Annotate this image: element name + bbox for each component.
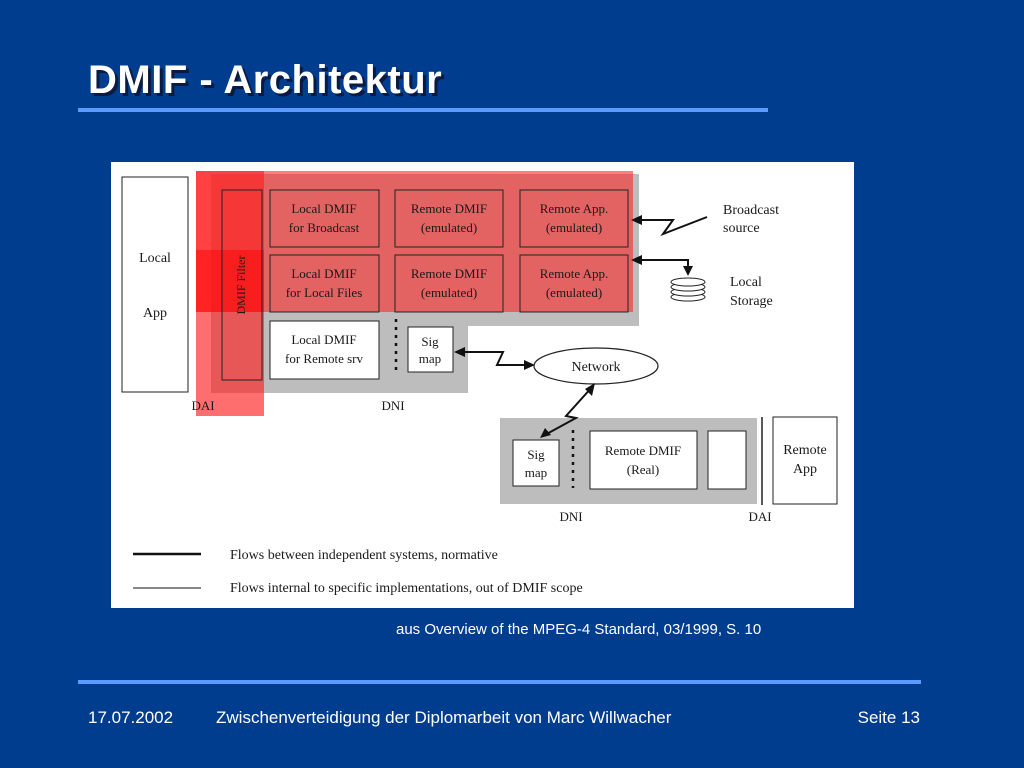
footer-page-number: Seite 13 [857,708,920,727]
local-dmif-broadcast-box [269,189,380,248]
footer-presentation-title: Zwischenverteidigung der Diplomarbeit vo… [216,708,672,727]
local-dmif-files-l2: for Local Files [286,285,363,300]
local-dmif-remote-srv-l1: Local DMIF [291,332,356,347]
highlight-dmif-filter-core [196,250,264,312]
highlight-dmif-rows [196,171,633,312]
remote-app-emulated-box-1 [519,189,629,248]
broadcast-arrow [633,216,708,237]
remote-dmif-real-l2: (Real) [627,462,659,477]
figure-caption: aus Overview of the MPEG-4 Standard, 03/… [396,621,762,638]
sig-network-arrow [457,351,533,366]
remote-dmif-2-l2: (emulated) [421,285,477,300]
local-storage-label-1: Local [730,275,762,290]
remote-app-emulated-box-2 [519,254,629,313]
title-underline [78,108,768,112]
dai-label-right: DAI [748,509,771,524]
storage-disk-icon [670,277,706,302]
network-remote-arrowhead-up [585,383,595,396]
local-app-label-1: Local [139,251,171,266]
sig-map-bottom-l2: map [525,465,547,480]
network-remote-arrowhead-down [540,428,551,438]
remote-app-1-l1: Remote App. [540,201,609,216]
local-dmif-broadcast-l2: for Broadcast [289,220,360,235]
remote-app-l2: App [793,462,817,477]
remote-app-box [772,416,838,505]
remote-dmif-2-l1: Remote DMIF [411,266,487,281]
remote-empty-box [707,430,747,490]
sig-map-box-bottom [512,439,560,487]
remote-dmif-emulated-box-2 [394,254,504,313]
broadcast-label-1: Broadcast [723,203,779,218]
broadcast-arrowhead [631,215,642,225]
dai-label-left: DAI [191,398,214,413]
network-ellipse [533,347,659,385]
storage-arrowhead-left [631,255,642,265]
dni-label-bottom: DNI [559,509,582,524]
sig-network-arrowhead-left [454,347,465,357]
sig-map-top-l1: Sig [421,334,439,349]
legend-internal-text: Flows internal to specific implementatio… [230,581,583,596]
remote-dmif-real-box [589,430,698,490]
local-dmif-broadcast-l1: Local DMIF [291,201,356,216]
slide-title: DMIF - Architektur [88,58,443,102]
remote-dmif-1-l2: (emulated) [421,220,477,235]
footer-date: 17.07.2002 [88,708,174,727]
remote-app-1-l2: (emulated) [546,220,602,235]
footer-rule [78,680,921,684]
dni-label-top: DNI [381,398,404,413]
remote-dmif-real-l1: Remote DMIF [605,443,681,458]
sig-network-arrowhead-right [524,360,535,370]
dmif-filter-box [221,189,263,381]
highlight-dmif-filter [196,171,264,416]
broadcast-label-2: source [723,221,760,236]
dmif-filter-label: DMIF Filter [234,255,248,314]
network-remote-arrow [542,385,594,437]
sig-map-top-l2: map [419,351,441,366]
dmif-architecture-figure: Local App DMIF Filter Local DMIF for Bro… [111,162,854,608]
sig-map-box-top [407,326,454,373]
dmif-diagram: Local App DMIF Filter Local DMIF for Bro… [121,171,838,596]
remote-dmif-1-l1: Remote DMIF [411,201,487,216]
remote-app-2-l1: Remote App. [540,266,609,281]
local-app-box [121,176,189,393]
local-dmif-files-l1: Local DMIF [291,266,356,281]
local-dmif-remote-srv-l2: for Remote srv [285,351,363,366]
local-dmif-remote-srv-box [269,320,380,380]
legend-normative-text: Flows between independent systems, norma… [230,548,498,563]
local-app-label-2: App [143,306,167,321]
sig-map-bottom-l1: Sig [527,447,545,462]
remote-app-2-l2: (emulated) [546,285,602,300]
local-dmif-files-box [269,254,380,313]
storage-arrowhead-down [683,266,693,276]
network-label: Network [572,360,621,375]
local-storage-label-2: Storage [730,294,773,309]
remote-app-l1: Remote [783,443,827,458]
remote-dmif-emulated-box-1 [394,189,504,248]
